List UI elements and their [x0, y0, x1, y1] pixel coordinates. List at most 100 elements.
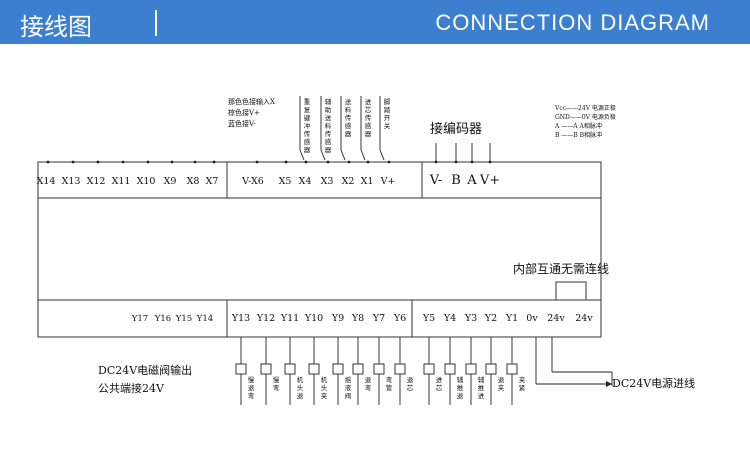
- sensor-note-3: 蓝色接V-: [228, 119, 256, 128]
- bottom-terminal-label: Y5: [422, 313, 435, 324]
- solenoid-note-1: DC24V电磁阀输出: [98, 363, 192, 377]
- valve-label-char: 辅: [457, 375, 464, 384]
- top-terminal-label: X11: [112, 176, 131, 187]
- valve-coil: [465, 363, 477, 375]
- sensor-label-char: 器: [325, 146, 332, 154]
- valve-label-char: 退: [297, 391, 304, 400]
- terminal-dot: [193, 160, 197, 164]
- bottom-terminal-label: Y12: [256, 313, 275, 324]
- terminal-dot: [366, 160, 370, 164]
- sensor-label-char: 传: [304, 129, 311, 138]
- encoder-legend-1: Vcc——24V 电源正极: [554, 104, 616, 112]
- bottom-terminal-label: Y6: [393, 313, 406, 324]
- sensor-note-2: 棕色接V+: [228, 108, 260, 117]
- top-terminal-label: X7: [206, 176, 219, 187]
- sensor-label-char: 进: [365, 98, 372, 106]
- top-terminal-label: X2: [342, 176, 355, 187]
- power-note: DC24V电源进线: [612, 376, 695, 390]
- valve-coil: [485, 363, 497, 375]
- encoder-legend-3: A ——A A相脉冲: [554, 122, 602, 130]
- sensor-label-char: 脚: [384, 97, 391, 106]
- sensor-wire: [320, 149, 326, 161]
- sensor-label-char: 辅: [325, 97, 332, 106]
- terminal-dot: [387, 160, 391, 164]
- top-terminal-label: X9: [164, 176, 177, 187]
- sensor-label-char: 感: [365, 121, 372, 130]
- valve-coil: [308, 363, 320, 375]
- valve-label-char: 芯: [407, 383, 414, 392]
- bottom-terminal-label: Y17: [131, 314, 148, 324]
- bottom-terminal-label: Y8: [351, 313, 364, 324]
- valve-label-char: 夹: [519, 375, 526, 384]
- terminal-dot: [96, 160, 100, 164]
- sensor-label-char: 开: [384, 114, 391, 122]
- valve-coil: [394, 363, 406, 375]
- header-bar: 接线图 CONNECTION DIAGRAM: [0, 0, 750, 44]
- bottom-terminal-label: Y4: [443, 313, 456, 324]
- sensor-label-char: 料: [345, 105, 352, 114]
- header-divider: [155, 10, 157, 36]
- bottom-terminal-label: Y13: [231, 313, 250, 324]
- top-terminal-label: X4: [299, 176, 312, 187]
- bottom-terminal-label: Y2: [484, 313, 497, 324]
- top-terminal-label: X3: [321, 176, 334, 187]
- bottom-terminal-label: Y16: [154, 314, 171, 324]
- bottom-terminal-label: Y9: [331, 313, 344, 324]
- valve-label-char: 推: [478, 383, 485, 392]
- encoder-legend-2: GND——0V 电源负极: [555, 113, 616, 121]
- sensor-label-char: 送: [325, 113, 332, 122]
- sensor-label-char: 重: [304, 98, 311, 106]
- valve-label-char: 退: [407, 375, 414, 384]
- bottom-terminal-label: Y15: [175, 314, 192, 324]
- top-terminal-label: X1: [361, 176, 374, 187]
- terminal-dot: [170, 160, 174, 164]
- encoder-terminal-label: A: [466, 173, 477, 188]
- sensor-label-char: 传: [345, 113, 352, 122]
- valve-label-char: 液: [345, 383, 352, 392]
- sensor-wire: [340, 149, 346, 161]
- valve-coil: [444, 363, 456, 375]
- terminal-dot: [304, 160, 308, 164]
- sensor-wire: [360, 149, 366, 161]
- valve-label-char: 机: [321, 375, 328, 384]
- valve-label-char: 夹: [321, 391, 328, 400]
- terminal-dot: [146, 160, 150, 164]
- valve-label-char: 阀: [345, 391, 352, 400]
- bottom-terminal-label: Y10: [304, 313, 323, 324]
- valve-label-char: 推: [457, 383, 464, 392]
- valve-label-char: 摇: [345, 375, 352, 384]
- valve-label-char: 弯: [273, 383, 280, 392]
- valve-label-char: 夹: [498, 383, 505, 392]
- bottom-terminal-label: 24v: [547, 313, 565, 324]
- terminal-dot: [326, 160, 330, 164]
- terminal-dot: [212, 160, 216, 164]
- valve-coil: [373, 363, 385, 375]
- bottom-terminal-label: Y14: [196, 314, 213, 324]
- bottom-terminal-label: 24v: [575, 313, 593, 324]
- top-terminal-label: X8: [187, 176, 200, 187]
- sensor-label-char: 器: [304, 146, 311, 154]
- sensor-label-char: 冲: [304, 121, 311, 130]
- encoder-terminal-label: V-: [429, 173, 443, 188]
- top-terminal-label: X13: [62, 176, 81, 187]
- sensor-label-char: 感: [304, 137, 311, 146]
- solenoid-note-2: 公共端接24V: [98, 382, 165, 395]
- sensor-label-char: 传: [365, 113, 372, 122]
- valve-label-char: 管: [386, 383, 393, 392]
- internal-note: 内部互通无需连线: [513, 261, 609, 276]
- terminal-dot: [434, 160, 438, 164]
- sensor-label-char: 感: [345, 121, 352, 130]
- valve-coil: [423, 363, 435, 375]
- sensor-label-char: 关: [384, 121, 391, 130]
- sensor-label-char: 器: [365, 130, 372, 138]
- bottom-terminal-label: Y1: [505, 313, 518, 324]
- header-title-cn: 接线图: [20, 13, 92, 41]
- encoder-label: 接编码器: [430, 121, 482, 137]
- valve-label-char: 弯: [365, 383, 372, 392]
- valve-label-char: 慢: [273, 375, 280, 384]
- power-arrow: [606, 381, 612, 387]
- controller-body: [37, 161, 602, 338]
- valve-label-char: 慢: [248, 375, 255, 384]
- valve-label-char: 进: [436, 376, 443, 384]
- valve-label-char: 辅: [478, 375, 485, 384]
